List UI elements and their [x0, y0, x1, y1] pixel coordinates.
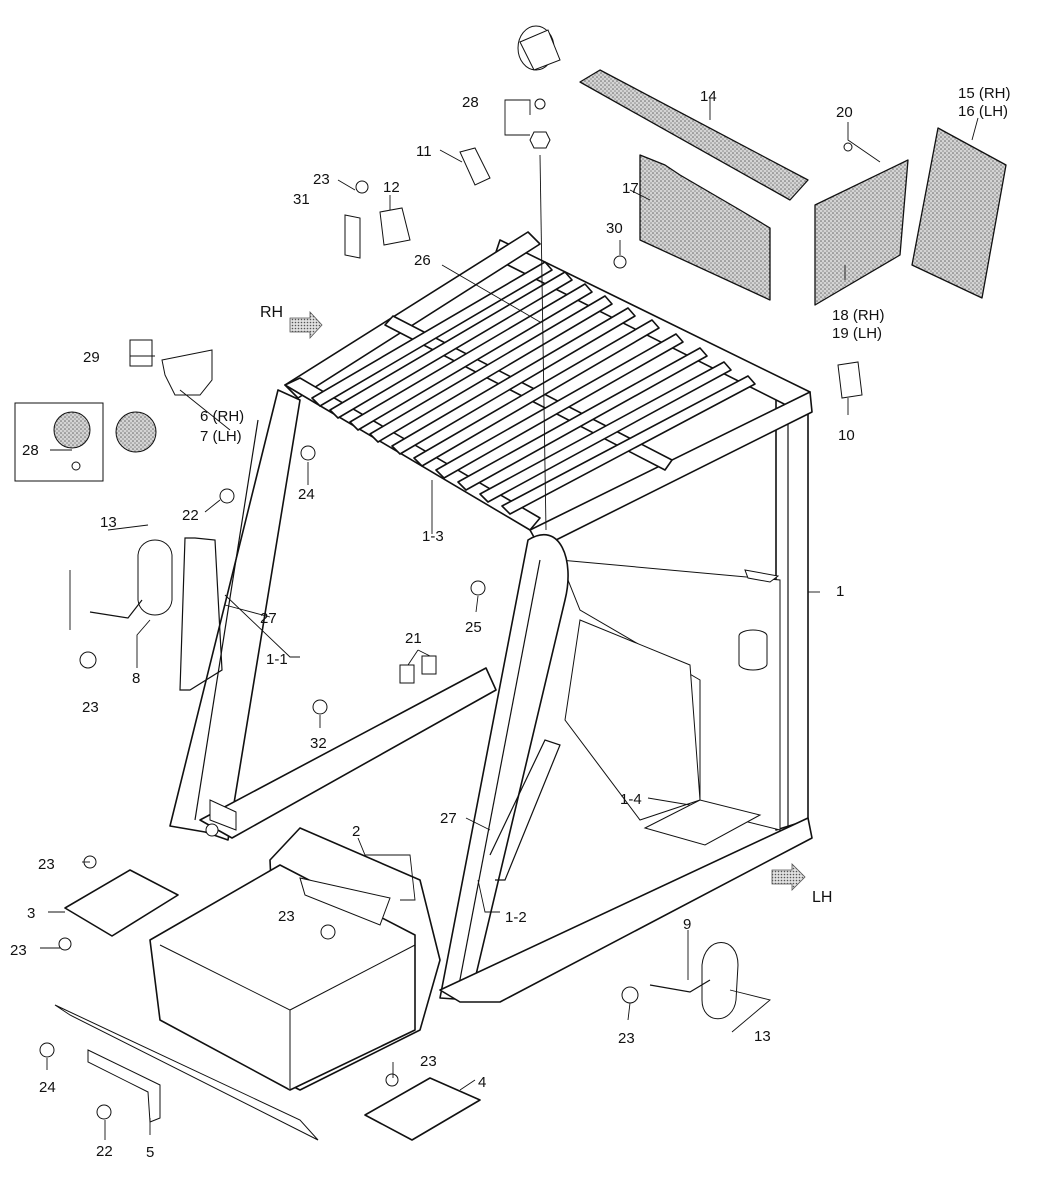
label-23-bottom: 23 [420, 1053, 437, 1070]
part-10 [837, 361, 863, 399]
label-13-left: 13 [100, 514, 117, 531]
floor-plate [54, 827, 441, 1141]
label-32: 32 [310, 735, 327, 752]
label-25: 25 [465, 619, 482, 636]
label-23-left-mirror: 23 [82, 699, 99, 716]
part-29 [129, 339, 153, 367]
label-18-rh: 18 (RH) [832, 307, 885, 324]
label-11: 11 [416, 143, 432, 160]
label-1-2: 1-2 [505, 909, 527, 926]
roof-slats [311, 261, 756, 515]
label-1-3: 1-3 [422, 528, 444, 545]
label-23-top: 23 [313, 171, 330, 188]
label-9: 9 [683, 916, 691, 933]
direction-rh: RH [260, 304, 283, 321]
label-28-left: 28 [22, 442, 39, 459]
label-16-lh: 16 (LH) [958, 103, 1008, 120]
label-3: 3 [27, 905, 35, 922]
label-1: 1 [836, 583, 844, 600]
mirror-left [137, 539, 173, 616]
work-lamp-left [14, 402, 157, 482]
part-1-4-plate [643, 799, 762, 846]
label-24-bottom: 24 [39, 1079, 56, 1096]
pad-14 [579, 69, 809, 201]
label-22-top: 22 [182, 507, 199, 524]
label-27-right: 27 [440, 810, 457, 827]
label-8: 8 [132, 670, 140, 687]
label-28-top: 28 [462, 94, 479, 111]
mirror-right [701, 942, 739, 1020]
label-6-rh: 6 (RH) [200, 408, 244, 425]
label-7-lh: 7 (LH) [200, 428, 242, 445]
pad-18-19 [814, 159, 909, 306]
part-labels: 1 1-1 1-2 1-3 1-4 2 3 4 5 6 (RH) 7 (LH) … [10, 85, 1011, 1161]
label-24-top: 24 [298, 486, 315, 503]
label-22-bottom: 22 [96, 1143, 113, 1160]
label-1-1: 1-1 [266, 651, 288, 668]
cover-plate-3 [64, 869, 179, 937]
leader-lines [40, 98, 979, 1140]
label-20: 20 [836, 104, 853, 121]
label-5: 5 [146, 1144, 154, 1161]
label-14: 14 [700, 88, 717, 105]
lh-arrow-icon [771, 863, 806, 891]
pad-15-16 [911, 127, 1007, 299]
label-30: 30 [606, 220, 623, 237]
label-2: 2 [352, 823, 360, 840]
work-lamp-top [517, 25, 561, 149]
label-23-right-mirror: 23 [618, 1030, 635, 1047]
part-11 [459, 147, 491, 186]
label-26: 26 [414, 252, 431, 269]
label-13-right: 13 [754, 1028, 771, 1045]
label-27-left: 27 [260, 610, 277, 627]
label-15-rh: 15 (RH) [958, 85, 1011, 102]
label-23-floor-a: 23 [38, 856, 55, 873]
lamp-bracket [161, 349, 213, 396]
reflector-12 [379, 207, 411, 246]
rh-arrow-icon [289, 310, 323, 340]
label-23-floor-b: 23 [10, 942, 27, 959]
label-12: 12 [383, 179, 400, 196]
direction-lh: LH [812, 889, 832, 906]
label-21: 21 [405, 630, 422, 647]
main-frame [169, 231, 813, 1003]
cover-plate-4 [364, 1077, 481, 1141]
label-4: 4 [478, 1074, 486, 1091]
label-31: 31 [293, 191, 310, 208]
label-29: 29 [83, 349, 100, 366]
pad-17 [639, 154, 771, 301]
label-17: 17 [622, 180, 639, 197]
label-1-4: 1-4 [620, 791, 642, 808]
label-23-center: 23 [278, 908, 295, 925]
label-19-lh: 19 (LH) [832, 325, 882, 342]
label-10: 10 [838, 427, 855, 444]
